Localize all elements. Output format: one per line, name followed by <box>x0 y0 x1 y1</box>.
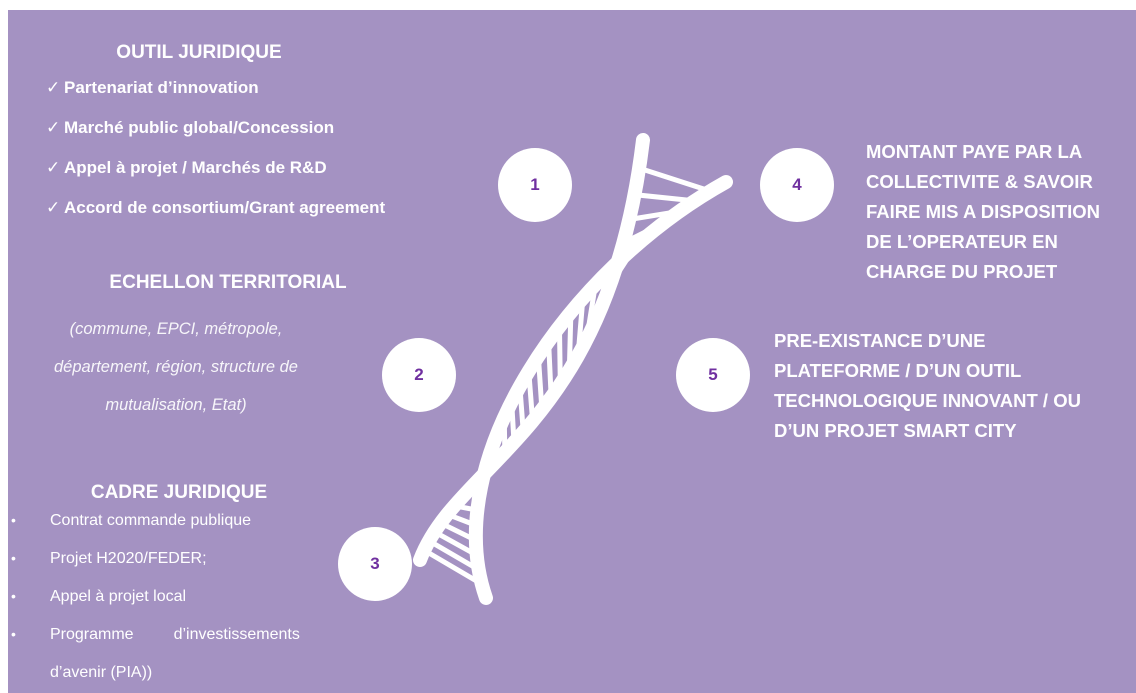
echelon-territorial-description: (commune, EPCI, métropole, département, … <box>54 320 298 414</box>
bullet-icon: • <box>11 626 16 642</box>
bullet-icon: • <box>11 512 16 528</box>
step-circle-2: 2 <box>382 338 456 412</box>
list-item: •Projet H2020/FEDER; <box>11 550 207 567</box>
cadre-juridique-title: CADRE JURIDIQUE <box>90 482 268 503</box>
list-item: •Appel à projet local <box>11 588 187 605</box>
list-item: •Programme d’investissements <box>11 626 300 643</box>
bullet-icon: • <box>11 550 16 566</box>
list-item: ✓Appel à projet / Marchés de R&D <box>46 158 327 177</box>
check-icon: ✓ <box>46 198 61 217</box>
check-icon: ✓ <box>46 78 61 97</box>
montant-block: MONTANT PAYE PAR LA COLLECTIVITE & SAVOI… <box>866 141 1101 282</box>
dna-rung <box>636 165 713 194</box>
dna-helix-icon <box>413 133 733 605</box>
bullet-icon: • <box>11 588 16 604</box>
check-icon: ✓ <box>46 118 61 137</box>
step-circle-1: 1 <box>498 148 572 222</box>
step-circle-5: 5 <box>676 338 750 412</box>
outil-juridique-title: OUTIL JURIDIQUE <box>116 42 282 63</box>
dna-rung <box>421 547 485 587</box>
cadre-juridique-list: •Contrat commande publique •Projet H2020… <box>8 512 300 693</box>
check-icon: ✓ <box>46 158 61 177</box>
diagram-panel: OUTIL JURIDIQUE ✓Partenariat d’innovatio… <box>8 10 1136 693</box>
echelon-territorial-title: ECHELLON TERRITORIAL <box>109 272 347 293</box>
outil-juridique-list: ✓Partenariat d’innovation ✓Marché public… <box>46 78 385 238</box>
list-item: •Contrat commande publique <box>11 512 252 529</box>
list-item: ✓Marché public global/Concession <box>46 118 335 137</box>
dna-rung <box>426 538 482 573</box>
list-item: d’avenir (PIA)) <box>50 664 153 681</box>
pre-existance-block: PRE-EXISTANCE D’UNE PLATEFORME / D’UN OU… <box>774 330 1081 441</box>
step-circle-3: 3 <box>338 527 412 601</box>
list-item: ✓Partenariat d’innovation <box>46 78 259 97</box>
step-circle-4: 4 <box>760 148 834 222</box>
list-item: ✓Accord de consortium/Grant agreement <box>46 198 386 217</box>
